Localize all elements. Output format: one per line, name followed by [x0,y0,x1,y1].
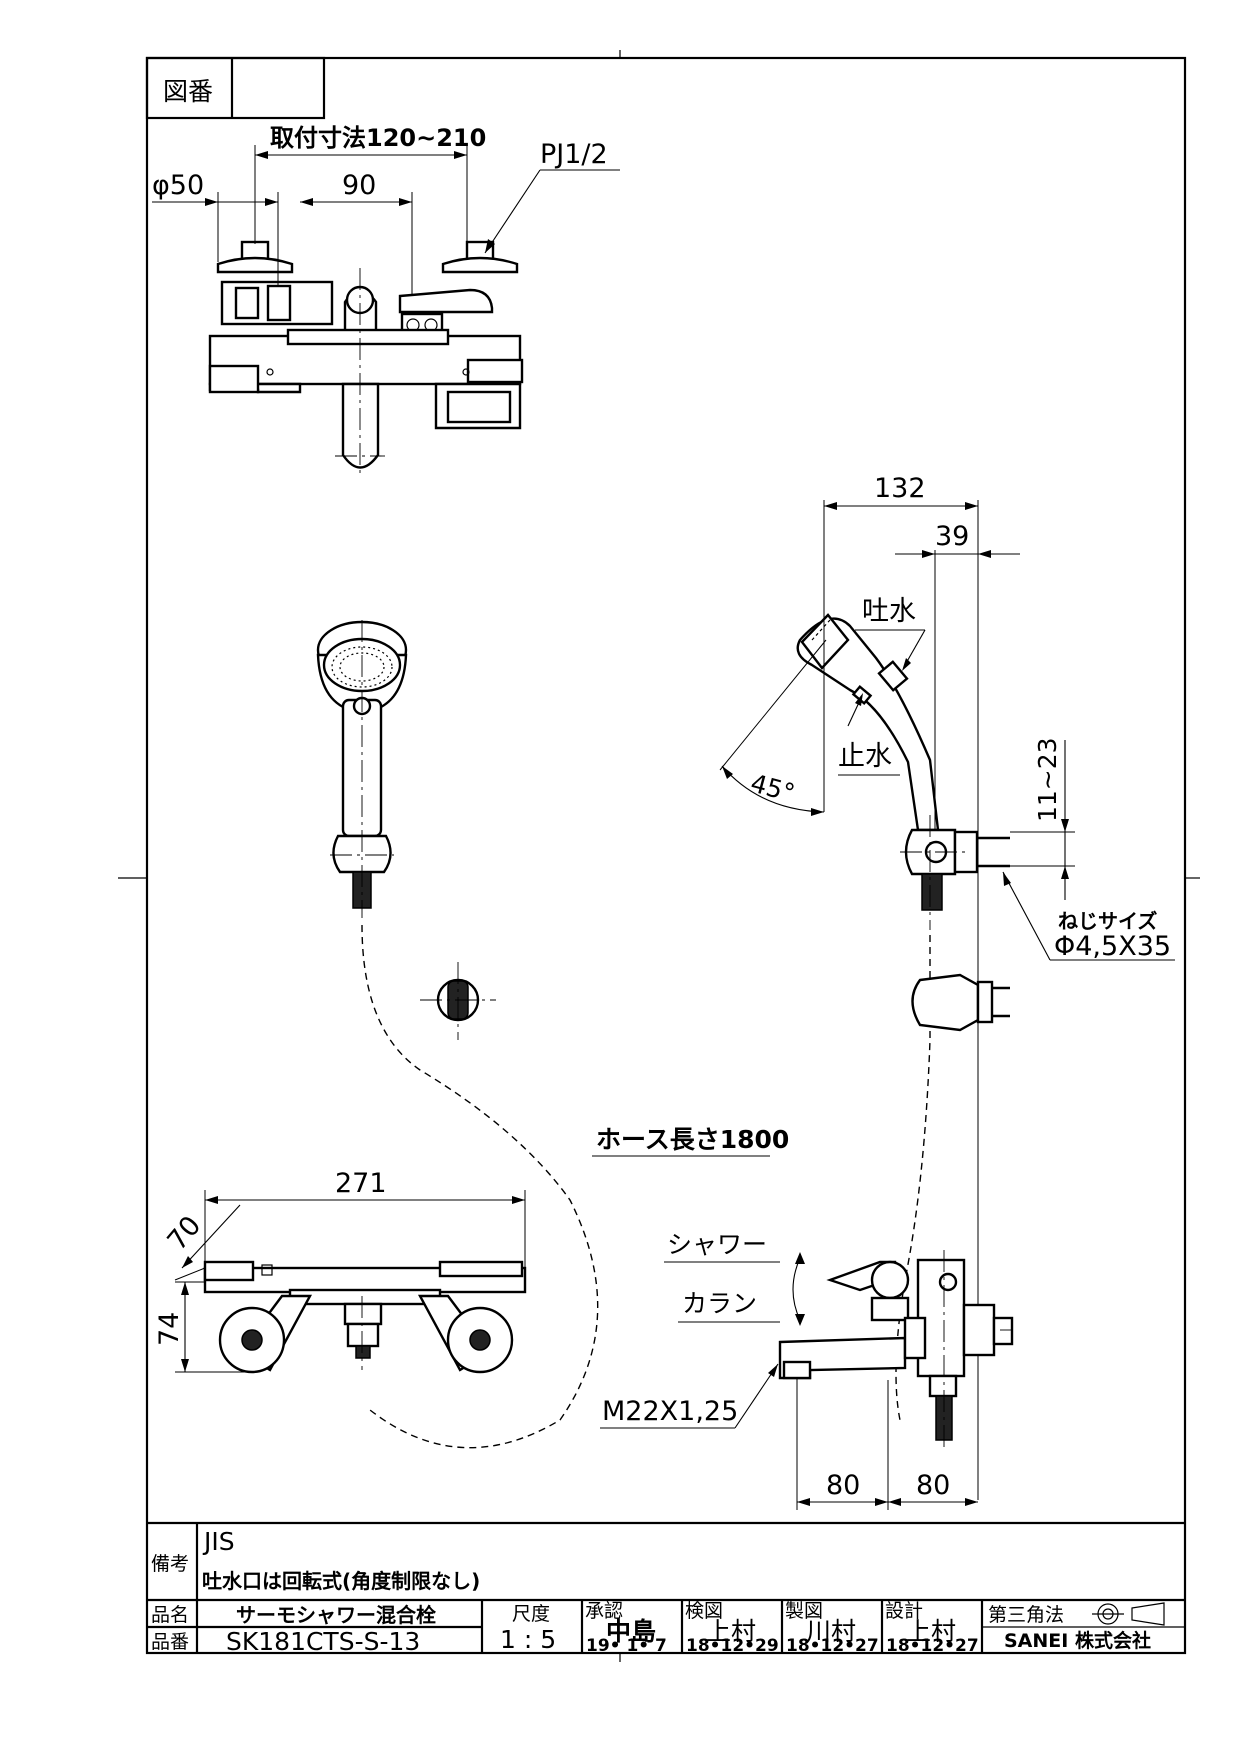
hand-shower-front [316,620,408,918]
dim-45: 45° [748,768,798,807]
hinban-value: SK181CTS-S-13 [226,1627,420,1656]
title-block: 備考 JIS 吐水口は回転式(角度制限なし) 品名 サーモシャワー混合栓 品番 … [147,1521,1185,1656]
design-date: 18•12•27 [886,1636,979,1656]
draft-label: 製図 [785,1600,823,1622]
design-label: 設計 [885,1600,923,1622]
dim-mount-pitch: 取付寸法120~210 [270,124,486,152]
label-shisui: 止水 [838,741,892,772]
draft-date: 18•12•27 [786,1636,879,1656]
dim-pj: PJ1/2 [540,139,608,170]
label-shower: シャワー [667,1230,767,1259]
top-view-dimensions: 取付寸法120~210 φ50 90 PJ1/2 [152,124,620,296]
dim-80-left: 80 [826,1470,860,1501]
dim-132: 132 [874,473,926,504]
hinmei-value: サーモシャワー混合栓 [236,1603,436,1627]
side-view-dimensions: 132 39 吐水 止水 45° 11~23 ねじサイズ Φ4,5X35 [719,473,1175,1500]
hose-length-label: ホース長さ1800 [592,1125,789,1157]
hose-length-text: ホース長さ1800 [596,1125,789,1154]
drawing-number-box: 図番 [145,56,326,120]
approve-name: 中島 [606,1617,656,1646]
drawing-number-label: 図番 [163,77,213,106]
draft-name: 川村 [806,1617,856,1646]
approve-label: 承認 [585,1600,623,1622]
biko-line2: 吐水口は回転式(角度制限なし) [202,1569,480,1593]
hose-path [361,924,931,1449]
side-view-bottom-dimensions: シャワー カラン M22X1,25 80 80 [600,1230,978,1510]
hose-holder-front [420,962,496,1040]
check-name: 上村 [706,1617,756,1646]
dim-11-23: 11~23 [1033,737,1062,822]
dim-271: 271 [335,1168,387,1199]
approve-date: 19• 1• 7 [586,1636,667,1656]
faucet-side-view [778,1250,1014,1450]
label-tosui: 吐水 [862,596,916,627]
check-label: 検図 [685,1600,723,1622]
dim-90: 90 [342,170,376,201]
scale-label: 尺度 [512,1603,550,1625]
dim-70: 70 [162,1210,208,1256]
label-screw: ねじサイズ [1058,909,1157,933]
dim-m22: M22X1,25 [602,1396,738,1427]
dim-screw-size: Φ4,5X35 [1054,931,1171,962]
label-karan: カラン [682,1289,757,1318]
hinban-label: 品番 [151,1631,189,1653]
faucet-top-view [208,240,524,478]
hinmei-label: 品名 [151,1604,189,1626]
scale-value: 1 : 5 [500,1625,556,1654]
check-date: 18•12•29 [686,1636,779,1656]
company-name: SANEI 株式会社 [1004,1629,1151,1652]
third-angle-projection-icon [1092,1602,1165,1626]
design-name: 上村 [906,1617,956,1646]
projection-label: 第三角法 [988,1604,1064,1626]
biko-label: 備考 [151,1553,189,1575]
dim-39: 39 [935,521,969,552]
dim-80-right: 80 [916,1470,950,1501]
dim-phi50: φ50 [152,170,204,201]
drawing-frame [118,50,1200,1662]
faucet-plan-view [203,1260,527,1374]
biko-line1: JIS [202,1527,235,1556]
dim-74: 74 [154,1312,185,1346]
